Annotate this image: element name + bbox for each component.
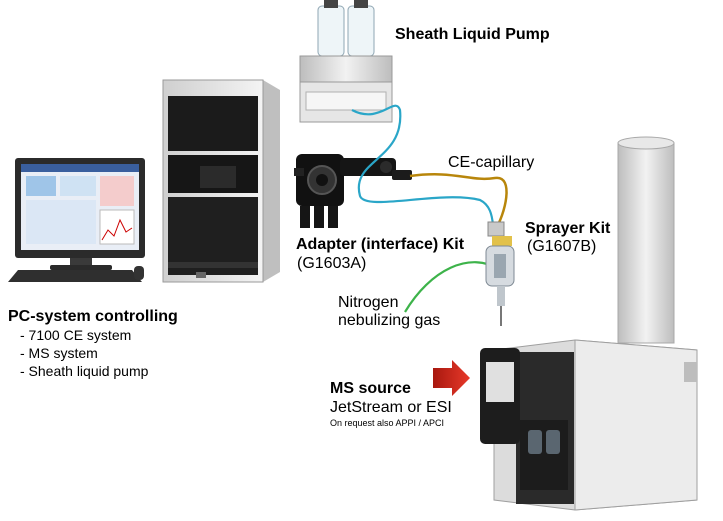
sprayer-icon [485,221,515,326]
sprayer-kit-part: (G1607B) [527,238,597,255]
sheath-liquid-line [351,104,495,226]
ms-source-title: MS source [330,380,411,397]
sheath-pump-icon [299,0,393,123]
ms-instrument-icon [480,136,698,511]
sprayer-kit-title: Sprayer Kit [525,220,611,237]
ms-source-note: On request also APPI / APCI [330,418,445,428]
ce-capillary-line [409,173,508,231]
adapter-kit-part: (G1603A) [297,255,367,272]
adapter-kit-title: Adapter (interface) Kit [296,236,465,253]
ce-capillary-label: CE-capillary [448,154,535,171]
adapter-kit-icon [294,154,412,228]
ce-instrument-icon [162,79,280,283]
pc-system-item: - Sheath liquid pump [20,363,149,379]
pc-system-item: - MS system [20,345,98,361]
right-arrow-icon [433,360,470,396]
nitrogen-label-line2: nebulizing gas [338,312,441,329]
nitrogen-label-line1: Nitrogen [338,294,399,311]
sheath-pump-label: Sheath Liquid Pump [395,26,550,43]
ms-source-subtitle: JetStream or ESI [330,399,452,416]
pc-workstation-icon [8,158,145,282]
pc-system-item: - 7100 CE system [20,327,132,343]
pc-system-title: PC-system controlling [8,308,178,325]
